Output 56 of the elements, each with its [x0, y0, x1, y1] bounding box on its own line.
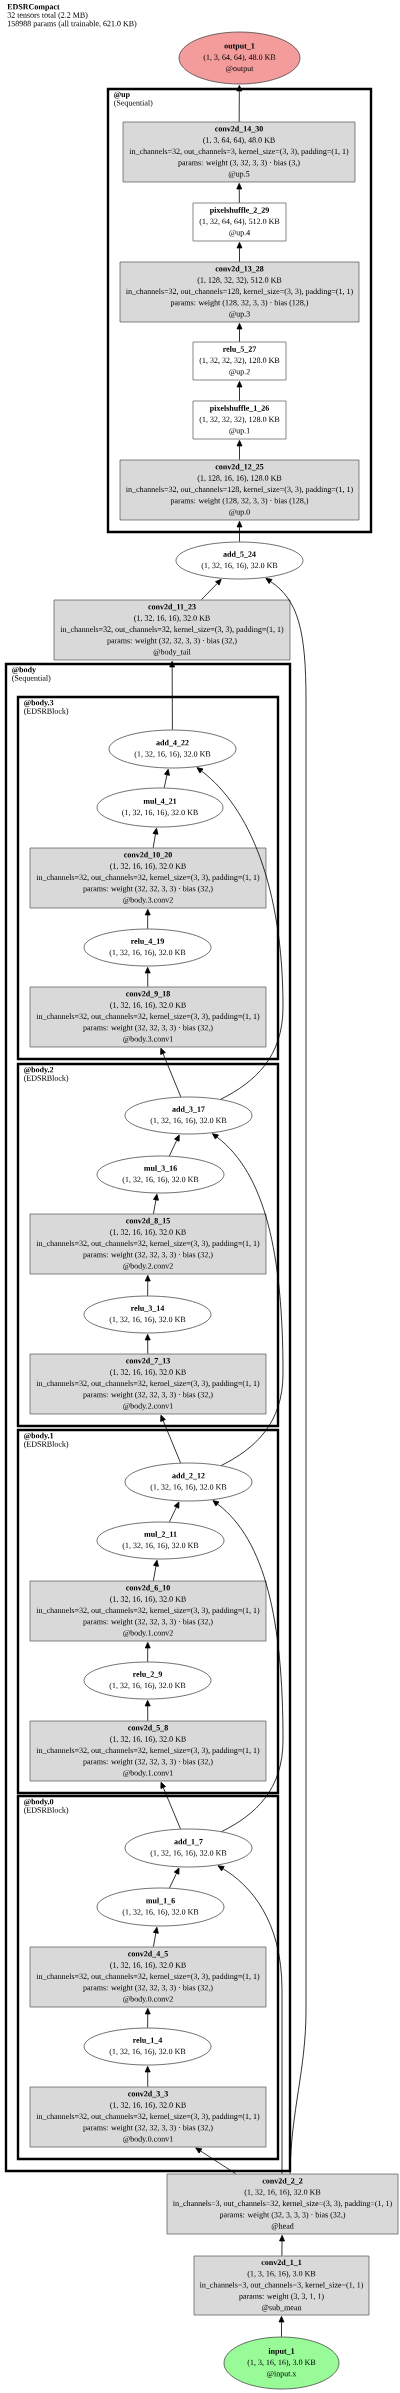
layer-box: conv2d_6_10 (1, 32, 16, 16), 32.0 KB in_channels=32, out_channels=32, kernel_size=(3, 3), padding=(1, 1) params: weight (32, 32, 3, 3) · bias (32,) @body.1.conv2 — [29, 1580, 267, 1642]
arrow — [236, 242, 243, 263]
arrow — [152, 827, 159, 849]
layer-box: conv2d_4_5 (1, 32, 16, 16), 32.0 KB in_channels=32, out_channels=32, kernel_size=(3, 3), padding=(1, 1) params: weight (32, 32, 3, 3) · bias (32,) @body.0.conv2 — [29, 1946, 267, 2008]
layer-box: conv2d_13_28 (1, 128, 32, 32), 512.0 KB in_channels=32, out_channels=128, kernel_size=(3, 3), padding=(1, 1) params: weight (128, 32, 3, 3) · bias (128,) @up.3 — [119, 261, 360, 323]
arrow — [160, 1781, 181, 1830]
arrow — [160, 1047, 182, 1098]
arrow — [144, 1275, 151, 1297]
arrow — [236, 183, 243, 204]
layer-box: conv2d_9_18 (1, 32, 16, 16), 32.0 KB in_channels=32, out_channels=32, kernel_size=(3, 3), padding=(1, 1) params: weight (32, 32, 3, 3) · bias (32,) @body.3.conv1 — [29, 986, 267, 1048]
curved-arrow — [196, 767, 284, 1100]
diagram-title: EDSRCompact — [7, 4, 60, 11]
arrow — [168, 1134, 180, 1157]
layer-box: conv2d_10_20 (1, 32, 16, 16), 32.0 KB in_channels=32, out_channels=32, kernel_size=(3, 3), padding=(1, 1) params: weight (32, 32, 3, 3) · bias (32,) @body.3.conv2 — [29, 847, 267, 909]
layer-box: conv2d_12_25 (1, 128, 16, 16), 128.0 KB in_channels=32, out_channels=128, kernel_size=(3, 3), padding=(1, 1) params: weight (128, 32, 3, 3) · bias (128,) @up.0 — [119, 459, 360, 521]
summary-text: 32 tensors total (2.2 MB) — [7, 12, 88, 20]
layer-box: pixelshuffle_1_26 (1, 32, 32, 32), 128.0 KB @up.1 — [192, 400, 287, 440]
arrow — [169, 1501, 180, 1523]
arrow — [279, 2235, 285, 2257]
arrow — [236, 381, 243, 402]
layer-box: pixelshuffle_2_29 (1, 32, 64, 64), 512.0 KB @up.4 — [192, 202, 287, 242]
arrow — [163, 768, 170, 789]
curved-arrow — [212, 1500, 284, 1832]
layer-box: relu_5_27 (1, 32, 32, 32), 128.0 KB @up.2 — [192, 341, 287, 381]
arrow — [144, 2008, 151, 2029]
arrow — [236, 84, 243, 123]
arrow — [169, 661, 176, 731]
arrow — [278, 2316, 285, 2338]
arrow — [144, 1700, 151, 1722]
arrow — [236, 440, 243, 461]
arrow — [144, 2066, 151, 2088]
layer-box: conv2d_8_15 (1, 32, 16, 16), 32.0 KB in_channels=32, out_channels=32, kernel_size=(3, 3), padding=(1, 1) params: weight (32, 32, 3, 3) · bias (32,) @body.2.conv2 — [29, 1213, 267, 1275]
arrow — [153, 1559, 159, 1582]
arrow — [144, 1334, 151, 1355]
summary-text: 158988 params (all trainable, 621.0 KB) — [7, 20, 137, 28]
curved-arrow — [265, 577, 307, 2175]
arrow — [144, 1642, 151, 1663]
layer-box: conv2d_2_2 (1, 32, 16, 16), 32.0 KB in_channels=3, out_channels=32, kernel_size=(3, 3), padding=(1, 1) params: weight (32, 3, 3, 3) · bias (32,) @head — [166, 2173, 399, 2235]
arrow — [195, 2147, 236, 2175]
arrow — [160, 1414, 181, 1464]
arrow — [144, 967, 151, 988]
arrow — [236, 323, 243, 343]
arrow — [201, 578, 222, 601]
layer-box: conv2d_1_1 (1, 3, 16, 16), 3.0 KB in_channels=3, out_channels=3, kernel_size=(1, 1) params: weight (3, 3, 1, 1) @sub_mean — [193, 2255, 370, 2316]
curved-arrow — [217, 1865, 283, 2175]
arrow — [153, 1926, 159, 1948]
layer-box: conv2d_11_23 (1, 32, 16, 16), 32.0 KB in_channels=32, out_channels=32, kernel_size=(3, 3), padding=(1, 1) params: weight (32, 32, 3, 3) · bias (32,) @body_tail — [53, 599, 291, 661]
layer-box: conv2d_14_30 (1, 3, 64, 64), 48.0 KB in_channels=32, out_channels=3, kernel_size=(3, 3), padding=(1, 1) params: weight (3, 32, 3, 3) · bias (3,) @up.5 — [122, 121, 356, 183]
layer-box: conv2d_3_3 (1, 32, 16, 16), 32.0 KB in_channels=32, out_channels=32, kernel_size=(3, 3), padding=(1, 1) params: weight (32, 32, 3, 3) · bias (32,) @body.0.conv1 — [29, 2086, 267, 2148]
arrow — [236, 521, 243, 543]
curved-arrow — [212, 1133, 284, 1466]
layer-box: conv2d_5_8 (1, 32, 16, 16), 32.0 KB in_channels=32, out_channels=32, kernel_size=(3, 3), padding=(1, 1) params: weight (32, 32, 3, 3) · bias (32,) @body.1.conv1 — [29, 1720, 267, 1782]
arrow — [153, 1193, 159, 1215]
layer-box: conv2d_7_13 (1, 32, 16, 16), 32.0 KB in_channels=32, out_channels=32, kernel_size=(3, 3), padding=(1, 1) params: weight (32, 32, 3, 3) · bias (32,) @body.2.conv1 — [29, 1353, 267, 1415]
arrow — [144, 909, 151, 930]
arrow — [169, 1867, 180, 1889]
